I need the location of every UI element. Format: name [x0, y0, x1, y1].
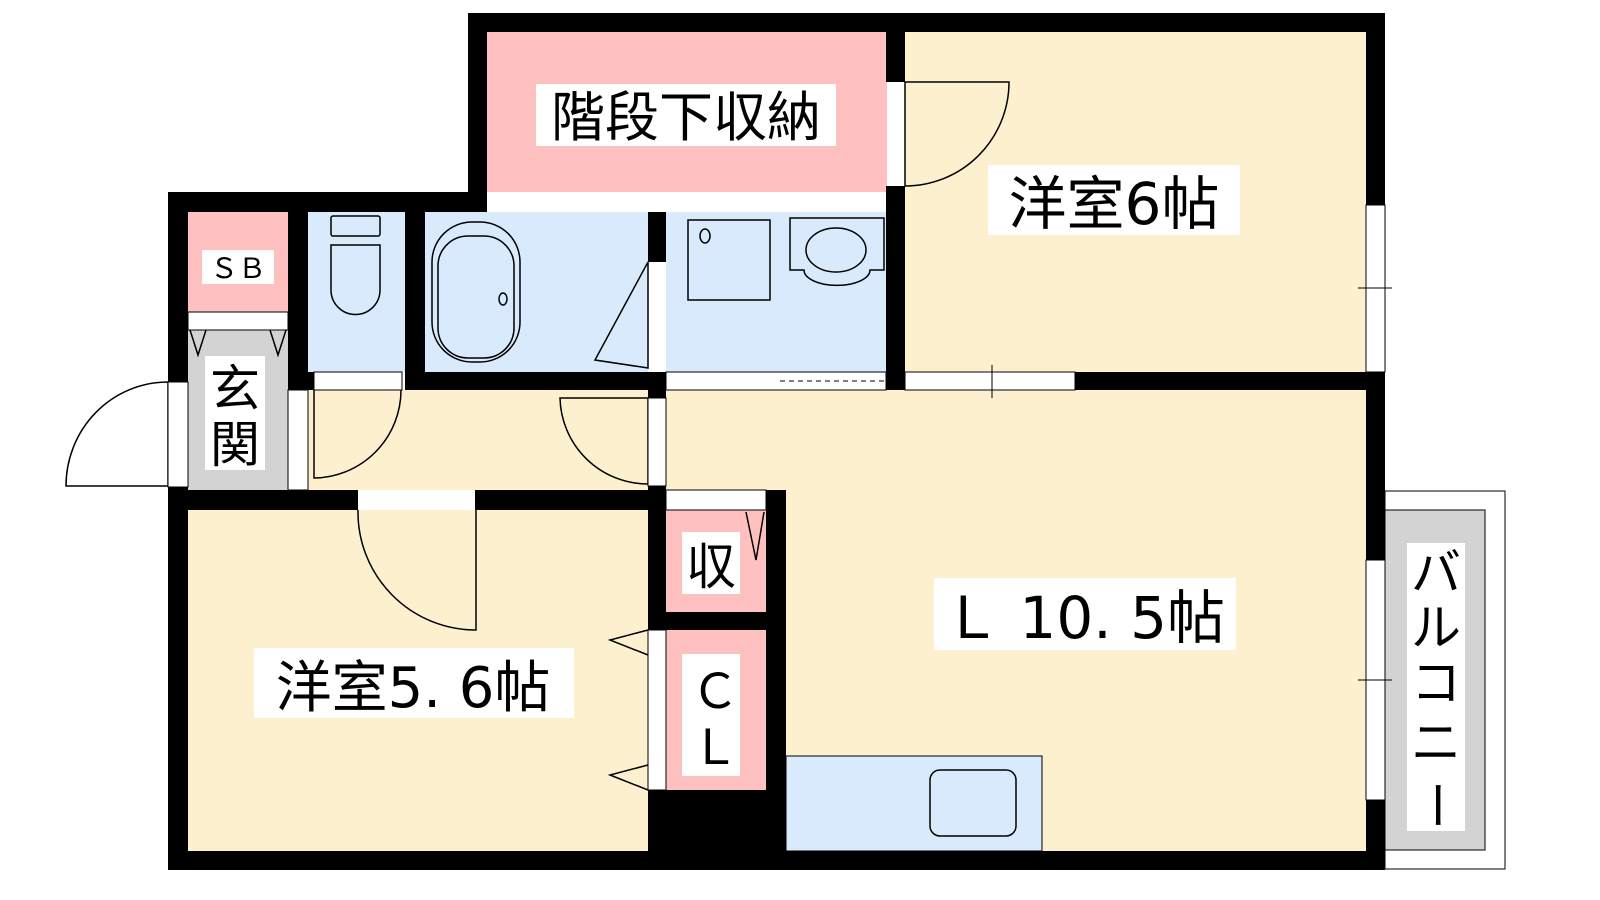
entrance-label-1: 玄	[210, 360, 260, 418]
entrance-label-2: 関	[210, 416, 260, 474]
bathroom-area	[425, 212, 648, 372]
door-swings	[65, 81, 1010, 791]
label-backgrounds	[202, 84, 1465, 831]
wash-basin-icon	[789, 217, 885, 287]
balcony-label-3: コ	[1411, 654, 1461, 712]
toilet-icon	[330, 215, 381, 316]
walls	[168, 13, 1385, 870]
western-room-6-label: 洋室6帖	[1009, 170, 1220, 238]
washroom-area	[666, 212, 886, 372]
balcony-label-4: ニ	[1411, 714, 1461, 772]
storage-label: 収	[686, 538, 736, 596]
balcony-label-5: ー	[1407, 780, 1465, 830]
balcony-label-2: ル	[1411, 599, 1461, 657]
balcony-label-1: バ	[1411, 544, 1461, 602]
hallway-area	[308, 390, 648, 490]
bathtub-icon	[431, 221, 521, 363]
stair-storage-label: 階段下収納	[551, 86, 821, 149]
shoe-box-label: ＳＢ	[210, 252, 266, 285]
closet-label-2: Ｌ	[691, 720, 739, 776]
living-label: Ｌ 10. 5帖	[943, 584, 1225, 652]
kitchen-sink-icon	[929, 769, 1017, 837]
closet-label-1: Ｃ	[691, 664, 739, 720]
western-room-56-label: 洋室5. 6帖	[276, 656, 551, 721]
toilet-area	[308, 212, 405, 372]
washing-machine-icon	[687, 219, 771, 301]
